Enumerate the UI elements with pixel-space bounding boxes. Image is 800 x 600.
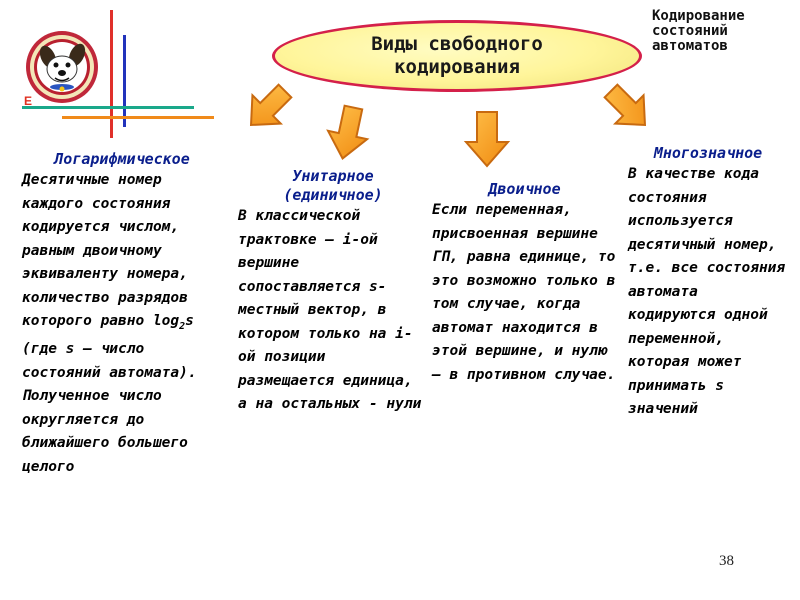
- column-unitary-title-1: Унитарное: [292, 167, 374, 185]
- main-title-line-1: Виды свободного: [371, 33, 543, 55]
- topic-line-3: автоматов: [652, 38, 728, 54]
- topic-line-1: Кодирование: [652, 8, 745, 24]
- column-unitary: Унитарное (единичное) В классической тра…: [238, 167, 428, 417]
- topic-line-2: состояний: [652, 23, 728, 39]
- page-number: 38: [719, 553, 734, 569]
- decor-line-blue-vertical: [123, 35, 126, 127]
- column-binary-body: Если переменная, присвоенная вершине ГП,…: [432, 202, 616, 383]
- decor-line-red-vertical: [110, 10, 113, 138]
- arrow-to-logarithmic: [249, 83, 293, 127]
- column-binary-title: Двоичное: [488, 180, 561, 198]
- column-multivalued-body: В качестве кода состояния используется д…: [628, 166, 786, 417]
- decor-line-orange-horizontal: [62, 116, 214, 119]
- main-title-line-2: кодирования: [394, 56, 520, 78]
- column-logarithmic-subscript: 2: [179, 320, 186, 332]
- column-logarithmic-body-before: Десятичные номер каждого состояния кодир…: [22, 172, 188, 329]
- main-title-ellipse: Виды свободного кодирования: [272, 20, 642, 92]
- column-logarithmic: Логарифмическое Десятичные номер каждого…: [22, 150, 222, 479]
- column-binary: Двоичное Если переменная, присвоенная ве…: [432, 180, 617, 387]
- column-unitary-body: В классической трактовке – i-ой вершине …: [238, 208, 422, 412]
- column-logarithmic-title: Логарифмическое: [54, 150, 190, 168]
- arrow-to-unitary: [326, 104, 370, 160]
- dog-logo-icon: E: [24, 31, 98, 108]
- arrow-to-multivalued: [603, 83, 647, 127]
- arrow-to-binary: [463, 111, 511, 168]
- column-multivalued: Многозначное В качестве кода состояния и…: [628, 144, 788, 422]
- column-logarithmic-body: Десятичные номер каждого состояния кодир…: [22, 169, 222, 479]
- decor-line-green-horizontal: [22, 106, 194, 109]
- svg-text:E: E: [24, 94, 32, 108]
- column-logarithmic-body-after: s (где s – число состояний автомата). По…: [22, 313, 197, 475]
- column-multivalued-title: Многозначное: [653, 144, 763, 162]
- column-unitary-title-2: (единичное): [283, 186, 383, 204]
- topic-label: Кодирование состояний автоматов: [652, 9, 792, 54]
